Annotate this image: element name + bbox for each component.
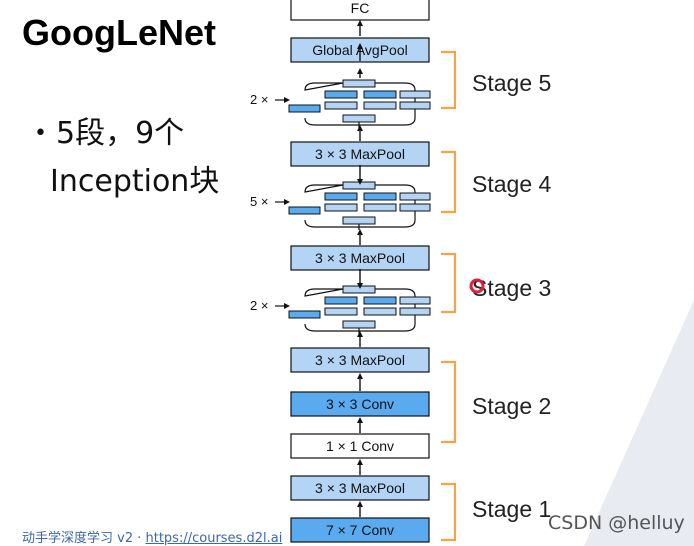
block-conv3: 3 × 3 Conv bbox=[290, 391, 430, 417]
repeat-label: 2 × bbox=[250, 92, 268, 107]
branch-1x1-conv bbox=[288, 310, 321, 319]
bullet-line-2: Inception块 bbox=[50, 164, 220, 199]
block-conv7: 7 × 7 Conv bbox=[290, 517, 430, 543]
branch-conv bbox=[324, 307, 358, 316]
block-label: 3 × 3 MaxPool bbox=[315, 146, 405, 162]
concat-bar bbox=[342, 285, 376, 294]
branch-conv bbox=[363, 101, 397, 110]
block-box bbox=[290, 433, 430, 459]
block-maxpool3: 3 × 3 MaxPool bbox=[290, 245, 430, 271]
block-box bbox=[290, 245, 430, 271]
repeat-label: 5 × bbox=[250, 194, 268, 209]
stage-bracket bbox=[441, 150, 457, 214]
branch-conv bbox=[324, 101, 358, 110]
branch-conv bbox=[324, 90, 358, 99]
bullet-dot: • bbox=[34, 121, 47, 146]
branch-conv bbox=[363, 296, 397, 305]
branch-conv bbox=[324, 296, 358, 305]
block-label: FC bbox=[351, 0, 370, 16]
branch-conv bbox=[399, 307, 431, 316]
stage-label: Stage 4 bbox=[472, 171, 551, 197]
block-box bbox=[290, 347, 430, 373]
input-bar bbox=[342, 320, 376, 329]
branch-conv bbox=[363, 192, 397, 201]
input-bar bbox=[342, 114, 376, 123]
footer-text: 动手学深度学习 v2 · bbox=[22, 531, 146, 546]
bullet-line-1: 5段，9个 bbox=[56, 116, 185, 151]
block-maxpool2: 3 × 3 MaxPool bbox=[290, 347, 430, 373]
stage-bracket bbox=[441, 360, 457, 444]
block-label: 3 × 3 MaxPool bbox=[315, 250, 405, 266]
stage-label: Stage 1 bbox=[472, 496, 551, 522]
block-fc: FC bbox=[290, 0, 430, 21]
stage-s1: Stage 1 bbox=[441, 482, 551, 542]
stage-s5: Stage 5 bbox=[441, 50, 551, 110]
block-label: 1 × 1 Conv bbox=[326, 438, 394, 454]
block-maxpool1: 3 × 3 MaxPool bbox=[290, 475, 430, 501]
decorative-triangle bbox=[584, 300, 694, 546]
watermark: CSDN @helluy bbox=[548, 512, 685, 534]
concat-bar bbox=[342, 181, 376, 190]
stage-label: Stage 2 bbox=[472, 393, 551, 419]
block-box bbox=[290, 475, 430, 501]
branch-conv bbox=[363, 203, 397, 212]
branch-conv bbox=[363, 307, 397, 316]
inception-block-inc5: 2 × bbox=[250, 79, 431, 128]
stage-label: Stage 3 bbox=[472, 275, 551, 301]
block-conv1: 1 × 1 Conv bbox=[290, 433, 430, 459]
block-label: 3 × 3 MaxPool bbox=[315, 480, 405, 496]
stage-label: Stage 5 bbox=[472, 70, 551, 96]
branch-conv bbox=[399, 296, 431, 305]
branch-conv bbox=[399, 203, 431, 212]
stage-bracket bbox=[441, 252, 457, 314]
stage-s3: Stage 3 bbox=[441, 252, 551, 314]
input-bar bbox=[342, 216, 376, 225]
stage-bracket bbox=[441, 482, 457, 542]
block-box bbox=[290, 141, 430, 167]
block-label: 7 × 7 Conv bbox=[326, 522, 394, 538]
footer-link[interactable]: https://courses.d2l.ai bbox=[145, 531, 283, 546]
block-box bbox=[290, 391, 430, 417]
footer: 动手学深度学习 v2 · https://courses.d2l.ai bbox=[22, 527, 282, 546]
inception-block-inc4: 5 × bbox=[250, 181, 431, 230]
stage-bracket bbox=[441, 50, 457, 110]
branch-conv bbox=[399, 90, 431, 99]
branch-1x1-conv bbox=[288, 206, 321, 215]
stage-s2: Stage 2 bbox=[441, 360, 551, 444]
branch-conv bbox=[399, 101, 431, 110]
block-label: 3 × 3 Conv bbox=[326, 396, 394, 412]
branch-1x1-conv bbox=[288, 104, 321, 113]
block-label: 3 × 3 MaxPool bbox=[315, 352, 405, 368]
branch-conv bbox=[399, 192, 431, 201]
laser-pointer-icon bbox=[469, 278, 485, 294]
branch-conv bbox=[324, 192, 358, 201]
stage-s4: Stage 4 bbox=[441, 150, 551, 214]
repeat-label: 2 × bbox=[250, 298, 268, 313]
inception-block-inc3: 2 × bbox=[250, 285, 431, 334]
slide-title: GoogLeNet bbox=[22, 12, 216, 53]
branch-conv bbox=[324, 203, 358, 212]
branch-conv bbox=[363, 90, 397, 99]
block-box bbox=[290, 517, 430, 543]
block-maxpool4: 3 × 3 MaxPool bbox=[290, 141, 430, 167]
concat-bar bbox=[342, 79, 376, 88]
